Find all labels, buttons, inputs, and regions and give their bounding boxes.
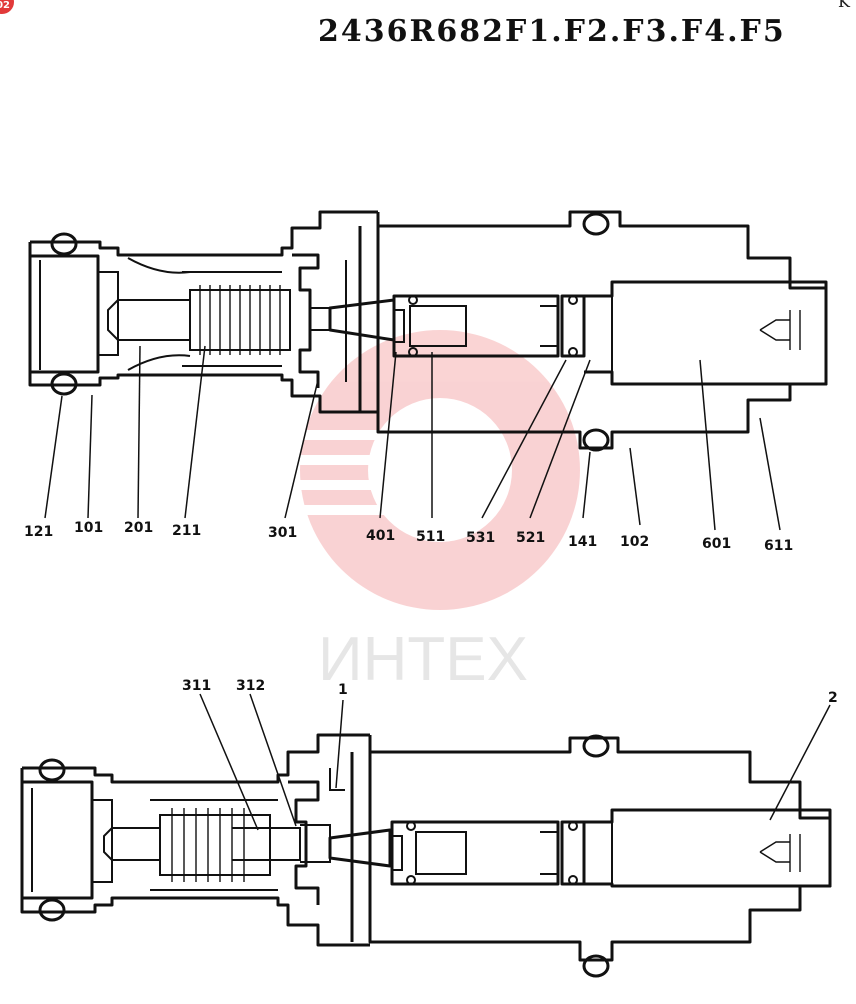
bottom-labels: 311 312 1 2 — [182, 678, 838, 706]
label-301: 301 — [268, 525, 297, 541]
bottom-cross-section — [20, 733, 832, 978]
label-101: 101 — [74, 520, 103, 536]
watermark-logo — [260, 330, 580, 610]
label-611: 611 — [764, 538, 793, 554]
label-121: 121 — [24, 524, 53, 540]
label-311: 311 — [182, 678, 211, 694]
label-511: 511 — [416, 529, 445, 545]
label-601: 601 — [702, 536, 731, 552]
top-labels: 121 101 201 211 301 401 511 531 521 141 … — [24, 520, 793, 554]
label-211: 211 — [172, 523, 201, 539]
corner-text: K — [838, 0, 850, 11]
label-1: 1 — [338, 682, 348, 698]
label-141: 141 — [568, 534, 597, 550]
diagram-title: 2436R682F1.F2.F3.F4.F5 — [318, 14, 786, 49]
label-521: 521 — [516, 530, 545, 546]
watermark-gear — [300, 330, 580, 610]
label-102: 102 — [620, 534, 649, 550]
label-312: 312 — [236, 678, 265, 694]
label-201: 201 — [124, 520, 153, 536]
watermark-text: ИНТЕХ — [318, 625, 528, 694]
label-2: 2 — [828, 690, 838, 706]
label-401: 401 — [366, 528, 395, 544]
bottom-leader-lines — [199, 693, 831, 831]
label-531: 531 — [466, 530, 495, 546]
watermark-gear-hole — [368, 398, 512, 542]
top-leader-lines — [44, 345, 781, 531]
top-cross-section — [28, 210, 828, 452]
